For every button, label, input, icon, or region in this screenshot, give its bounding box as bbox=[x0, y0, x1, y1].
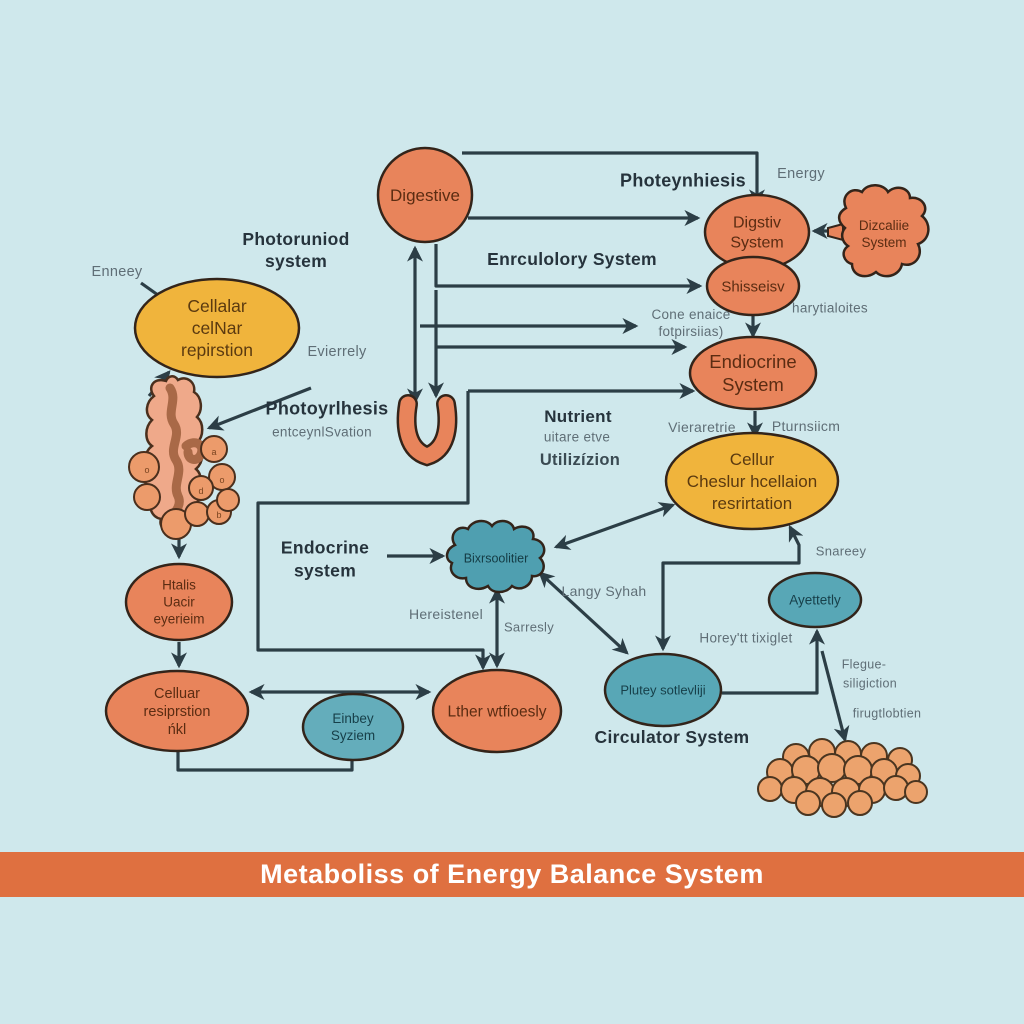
node-label: Ayettetly bbox=[789, 593, 841, 608]
node-label: Shisseisv bbox=[721, 278, 785, 295]
node-label: Plutey sotlevliji bbox=[620, 683, 705, 698]
cell-cluster bbox=[757, 738, 928, 818]
label-entceynlsvation: entceynlSvation bbox=[272, 425, 372, 440]
node-ayettetly: Ayettetly bbox=[767, 571, 863, 629]
label-firugtlobtien: firugtlobtien bbox=[853, 706, 922, 720]
label-siligiction: siligiction bbox=[843, 676, 897, 690]
node-label: Bixrsoolitier bbox=[464, 551, 529, 565]
node-plutey-sotlevliji: Plutey sotlevliji bbox=[603, 652, 723, 728]
node-shisseisv: Shisseisv bbox=[705, 255, 801, 317]
label-langy-syhah: Langy Syhah bbox=[561, 583, 646, 599]
edge-celluar-to-einbey bbox=[176, 751, 354, 772]
label-enrculolory-system: Enrculolory System bbox=[487, 249, 657, 269]
label-utilizizion: Utilizízion bbox=[540, 451, 620, 469]
label-hereistenel: Hereistenel bbox=[409, 606, 483, 622]
svg-text:b: b bbox=[216, 510, 221, 520]
page-title: Metaboliss of Energy Balance System bbox=[260, 859, 764, 889]
label-energy: Energy bbox=[777, 166, 825, 182]
node-label: Lther wtfioesly bbox=[447, 703, 546, 720]
node-bixrsoolitier: Bixrsoolitier bbox=[445, 519, 546, 594]
edge-digestive-to-digstiv-top bbox=[462, 151, 765, 206]
decor-group: a o d b o bbox=[128, 222, 928, 818]
svg-text:a: a bbox=[211, 447, 216, 457]
label-pturnsiicm: Pturnsiicm bbox=[772, 418, 840, 434]
edge-ayettetly-to-cluster bbox=[820, 650, 850, 743]
node-digestive: Digestive bbox=[376, 146, 474, 244]
edge-photoyrlhesis-to-intestine bbox=[206, 386, 312, 431]
title-banner: Metaboliss of Energy Balance System bbox=[0, 852, 1024, 897]
svg-text:o: o bbox=[219, 475, 224, 485]
label-enneey: Enneey bbox=[92, 264, 143, 280]
svg-text:o: o bbox=[144, 465, 149, 475]
label-nutrient: Nutrient bbox=[544, 407, 612, 426]
edge-digestive-to-shisseisv bbox=[434, 244, 703, 294]
edge-cellur-plutey-elbow bbox=[655, 524, 804, 652]
label-sarresly: Sarresly bbox=[504, 620, 554, 635]
intestine-illustration: a o d b o bbox=[128, 375, 240, 540]
label-photoyrlhesis: Photoyrlhesis bbox=[266, 398, 389, 418]
node-label: Digestive bbox=[390, 186, 460, 205]
svg-text:d: d bbox=[198, 486, 203, 496]
dizcaliie-stub bbox=[827, 222, 844, 242]
label-vieraretrie: Vieraretrie bbox=[668, 419, 736, 435]
edge-box-loop-to-lther bbox=[256, 391, 491, 671]
label-uitare-etve: uitare etve bbox=[544, 430, 610, 445]
label-harytialoites: harytialoites bbox=[792, 301, 868, 316]
label-circulator-system: Circulator System bbox=[595, 727, 750, 747]
edge-plutey-to-ayettetly bbox=[722, 628, 825, 695]
node-lther-wtfioesly: Lther wtfioesly bbox=[431, 668, 563, 754]
label-snareey: Snareey bbox=[816, 544, 867, 559]
edge-bixr-plutey-double bbox=[538, 571, 629, 655]
label-photeynhiesis: Photeynhiesis bbox=[620, 170, 746, 190]
label-evierrely: Evierrely bbox=[307, 344, 367, 360]
label-flegue: Flegue- bbox=[842, 657, 886, 671]
edge-bixr-cellur-double bbox=[553, 502, 676, 550]
label-horeyt-tixiglet: Horey'tt tixiglet bbox=[699, 631, 792, 646]
u-shape-organ bbox=[396, 394, 458, 467]
